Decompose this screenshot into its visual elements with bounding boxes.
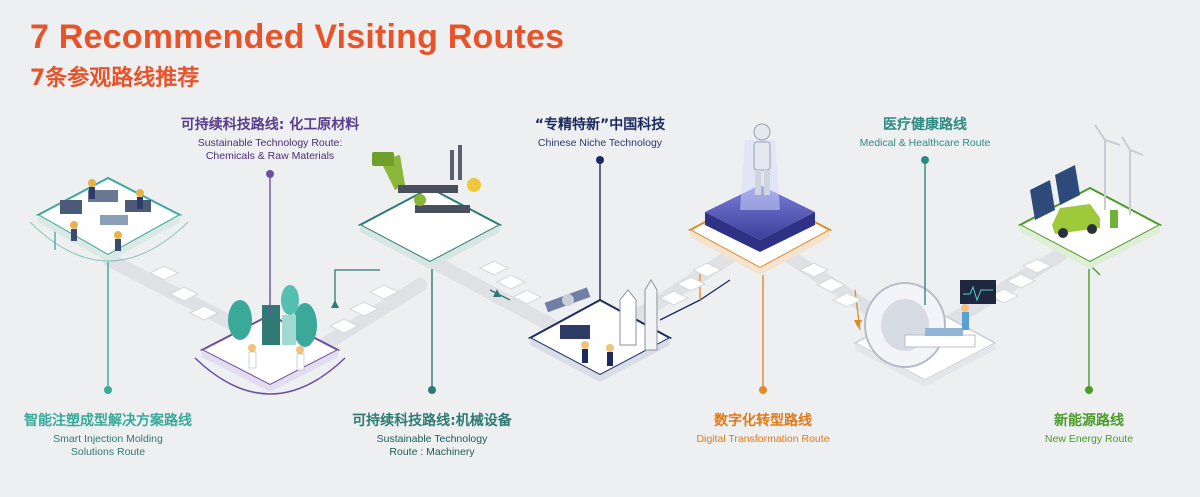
platform-machinery[interactable]	[357, 145, 503, 269]
route-label-medical[interactable]: 医疗健康路线 Medical & Healthcare Route	[825, 114, 1025, 150]
page-subtitle: 7条参观路线推荐	[30, 66, 200, 91]
pin-dot-digital	[759, 386, 767, 394]
route-name-en: Medical & Healthcare Route	[859, 137, 991, 149]
platform-chemicals[interactable]	[194, 285, 346, 395]
pin-dot-smart	[104, 386, 112, 394]
arrow-down-icon	[854, 320, 862, 328]
arrow-up-icon	[493, 289, 501, 297]
route-name-zh: 新能源路线	[1054, 413, 1124, 429]
pin-dot-machinery	[428, 386, 436, 394]
arrow-up-icon	[331, 300, 339, 308]
route-name-en: Chinese Niche Technology	[537, 137, 663, 149]
pin-dot-chemicals	[266, 170, 274, 178]
lab-plants-icon	[228, 285, 317, 371]
platform-digital[interactable]	[687, 123, 833, 275]
stepping-tiles	[148, 258, 1053, 334]
platform-new-energy[interactable]	[1017, 124, 1163, 269]
page-title: 7 Recommended Visiting Routes	[30, 18, 565, 56]
pin-dot-medical	[921, 156, 929, 164]
factory-workers-icon	[60, 179, 151, 251]
satellite-rocket-icon	[544, 279, 658, 366]
route-name-zh: 数字化转型路线	[714, 413, 812, 429]
robotic-arm-conveyor-icon	[372, 145, 481, 213]
route-name-zh: 医疗健康路线	[883, 117, 967, 133]
route-label-digital[interactable]: 数字化转型路线 Digital Transformation Route	[663, 410, 863, 446]
route-label-chemicals[interactable]: 可持续科技路线: 化工原材料 Sustainable Technology Ro…	[160, 114, 380, 163]
route-name-zh: 可持续科技路线: 化工原材料	[180, 117, 360, 133]
route-label-new-energy[interactable]: 新能源路线 New Energy Route	[989, 410, 1189, 446]
platform-medical[interactable]	[853, 280, 997, 387]
route-name-en: New Energy Route	[1044, 433, 1134, 445]
platform-smart-injection[interactable]	[29, 176, 189, 262]
pin-dot-niche	[596, 156, 604, 164]
route-name-zh: 可持续科技路线:机械设备	[352, 413, 512, 429]
platform-niche-tech[interactable]	[527, 279, 673, 382]
route-name-en: Digital Transformation Route	[696, 433, 830, 445]
route-name-zh: 智能注塑成型解决方案路线	[24, 413, 192, 429]
robot-chip-icon	[705, 123, 815, 252]
solar-wind-car-icon	[1030, 124, 1144, 238]
route-name-zh: “专精特新”中国科技	[534, 117, 666, 133]
route-name-en: Sustainable Technology Route:Chemicals &…	[197, 137, 343, 162]
label-pins	[104, 156, 1093, 394]
route-label-niche-tech[interactable]: “专精特新”中国科技 Chinese Niche Technology	[500, 114, 700, 150]
mri-scanner-icon	[864, 280, 996, 368]
pin-dot-energy	[1085, 386, 1093, 394]
